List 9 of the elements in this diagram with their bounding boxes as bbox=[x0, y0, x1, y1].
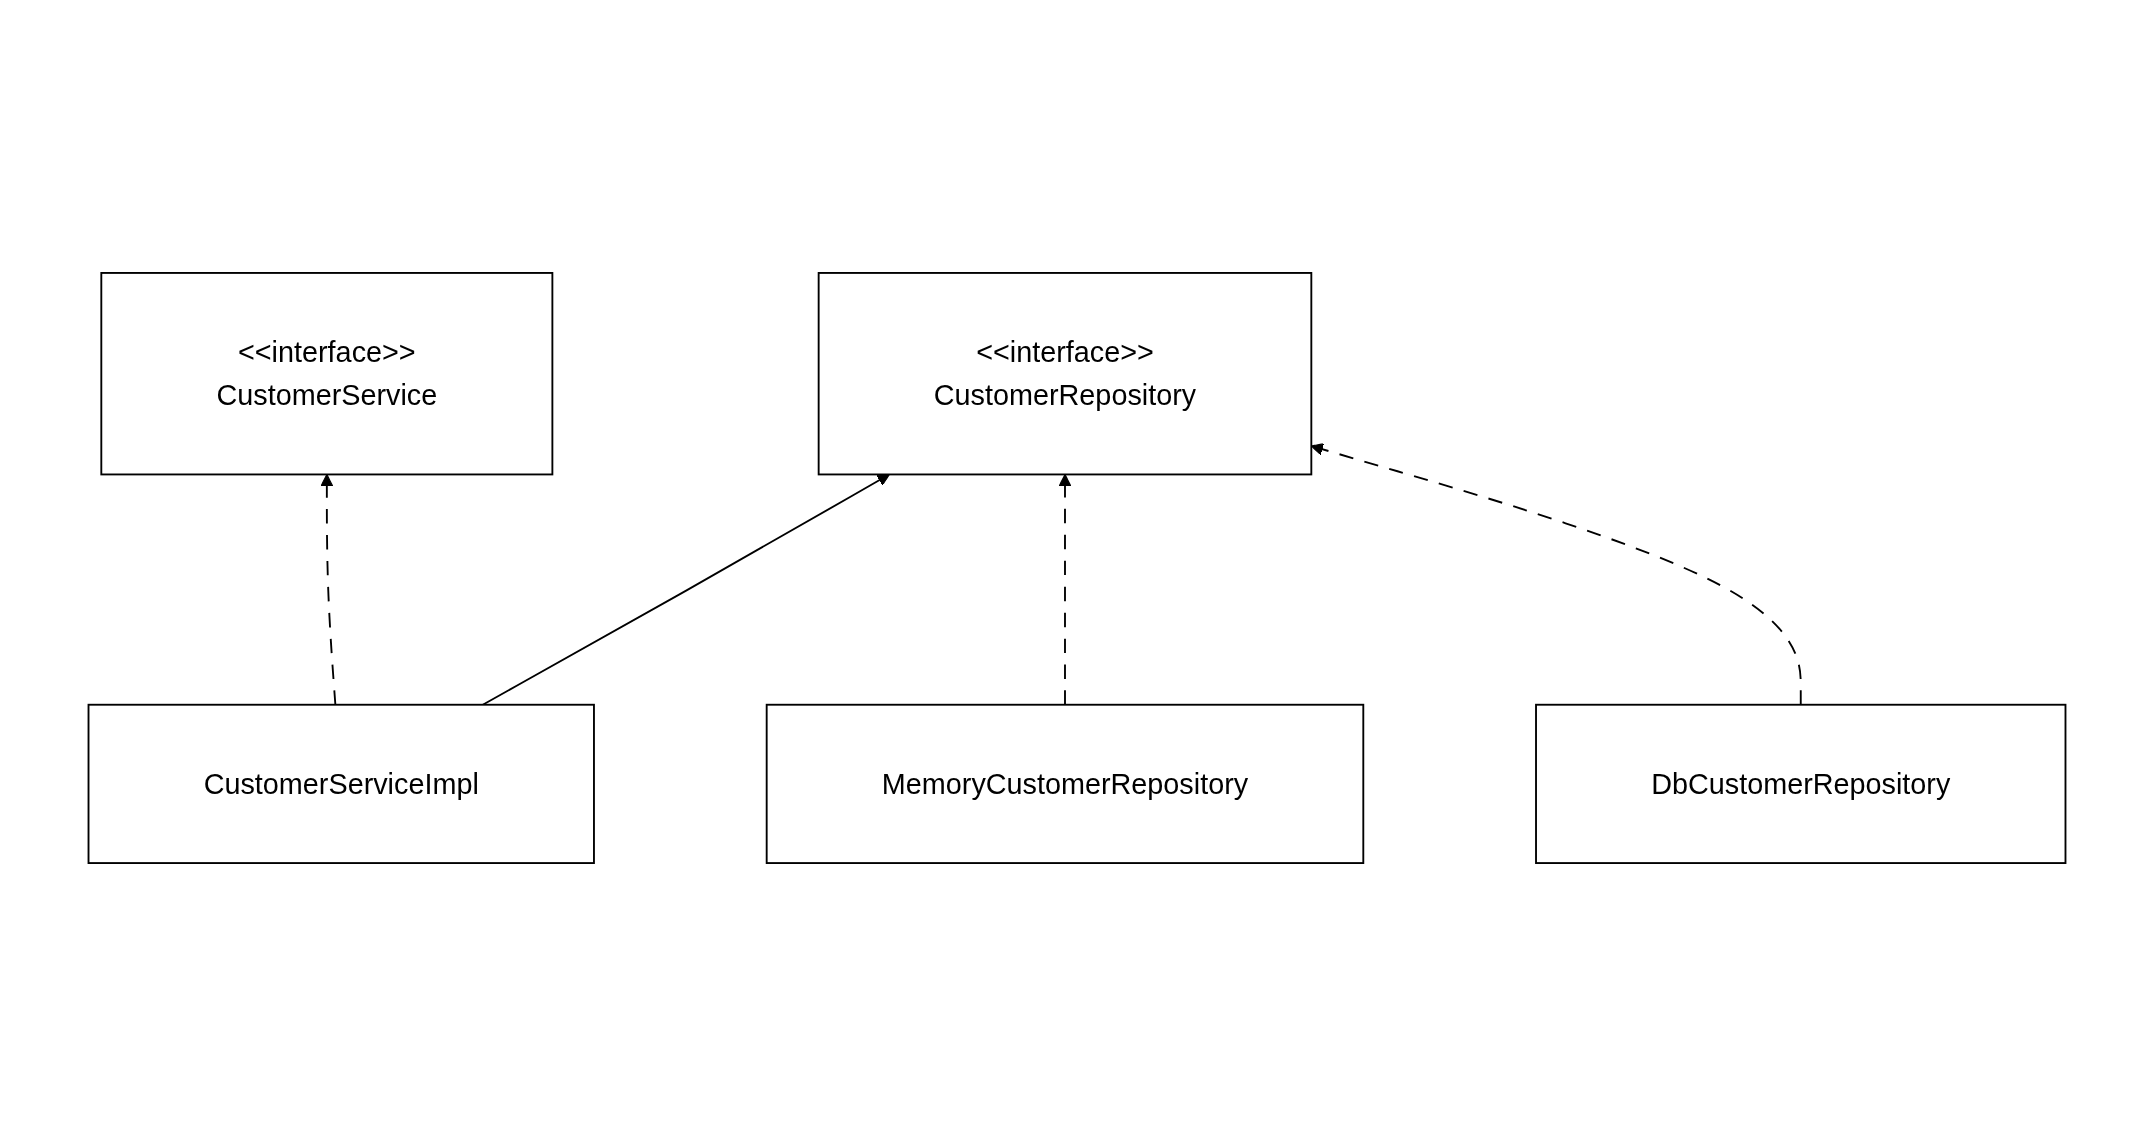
arrow bbox=[481, 473, 890, 706]
node-box: <<interface>> CustomerRepository bbox=[817, 271, 1312, 475]
node-box: CustomerServiceImpl bbox=[87, 703, 595, 864]
node-box: <<interface>> CustomerService bbox=[99, 271, 553, 475]
node-box: DbCustomerRepository bbox=[1534, 703, 2066, 864]
node-box: MemoryCustomerRepository bbox=[765, 703, 1364, 864]
arrow bbox=[1058, 473, 1071, 706]
arrow bbox=[320, 473, 336, 706]
arrow bbox=[1310, 442, 1802, 706]
